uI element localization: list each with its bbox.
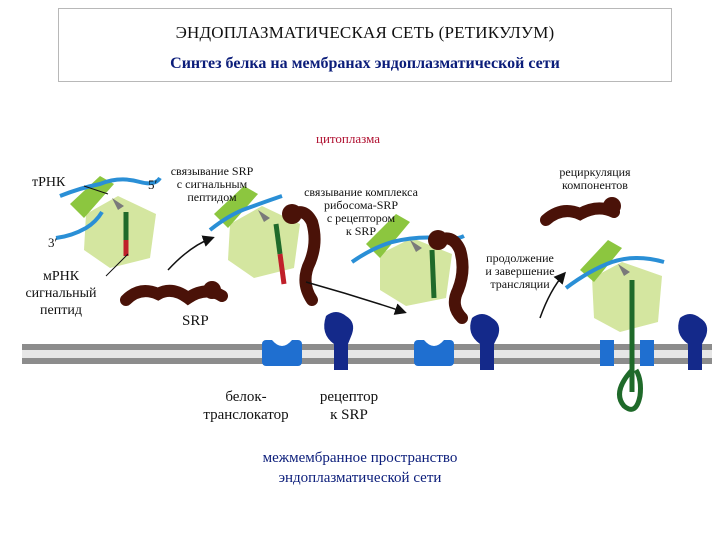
continuation-line-3: трансляции bbox=[490, 277, 550, 291]
srp-particle-free bbox=[120, 281, 228, 306]
recycling-line-1: рециркуляция bbox=[559, 165, 631, 179]
srp-particle-recycled bbox=[540, 197, 621, 226]
leader-trna bbox=[83, 185, 109, 195]
leader-mrna bbox=[105, 253, 129, 277]
srp-binding-line-2: с сигнальным bbox=[176, 177, 248, 191]
arrow-binding-to-receptor bbox=[305, 281, 407, 315]
srp-binding-label: связывание SRP с сигнальным пептидом bbox=[150, 165, 274, 204]
srp-binding-line-1: связывание SRP bbox=[170, 164, 254, 178]
signal-peptide-line-1: сигнальный bbox=[25, 286, 97, 301]
cytoplasm-label: цитоплазма bbox=[316, 131, 380, 146]
page-title: ЭНДОПЛАЗМАТИЧЕСКАЯ СЕТЬ (РЕТИКУЛУМ) bbox=[175, 23, 555, 42]
trna-label: тРНК bbox=[32, 175, 66, 190]
lumen-line-2: эндоплазматической сети bbox=[278, 470, 442, 486]
signal-peptide-line-2: пептид bbox=[40, 303, 82, 318]
translocator-2 bbox=[414, 340, 454, 366]
continuation-label: продолжение и завершение трансляции bbox=[470, 252, 570, 291]
title-frame: ЭНДОПЛАЗМАТИЧЕСКАЯ СЕТЬ (РЕТИКУЛУМ) Синт… bbox=[58, 8, 672, 82]
ribosome-3 bbox=[350, 214, 465, 306]
srp-receptor-label: рецептор к SRP bbox=[306, 388, 392, 424]
lumen-line-1: межмембранное пространство bbox=[262, 450, 458, 466]
arrow-srp-to-binding bbox=[167, 235, 215, 271]
complex-binding-line-1: связывание комплекса bbox=[304, 185, 418, 199]
arrow-recycling bbox=[539, 271, 566, 319]
five-prime-label: 5′ bbox=[148, 177, 158, 192]
srp-binding-line-3: пептидом bbox=[187, 190, 237, 204]
complex-binding-label: связывание комплекса рибосома-SRP с реце… bbox=[286, 186, 436, 238]
receptor-line-2: к SRP bbox=[330, 407, 368, 423]
receptor-line-1: рецептор bbox=[319, 389, 379, 405]
mrna-label: мРНК bbox=[42, 269, 80, 284]
mrna-signal-peptide-label: мРНК сигнальный пептид bbox=[6, 268, 116, 319]
lumen-label: межмембранное пространство эндоплазматич… bbox=[200, 448, 520, 488]
srp-receptor-2 bbox=[470, 314, 500, 370]
er-membrane bbox=[22, 344, 712, 364]
srp-receptor-3 bbox=[678, 314, 708, 370]
srp-particle-bound-1 bbox=[282, 204, 321, 306]
continuation-line-1: продолжение bbox=[486, 251, 554, 265]
three-prime-label: 3′ bbox=[48, 235, 58, 250]
ribosome-2 bbox=[208, 186, 300, 285]
complex-binding-line-2: рибосома-SRP bbox=[323, 198, 399, 212]
recycling-line-2: компонентов bbox=[562, 178, 628, 192]
continuation-line-2: и завершение bbox=[485, 264, 555, 278]
srp-particle-bound-2 bbox=[428, 230, 469, 324]
srp-label: SRP bbox=[182, 313, 209, 329]
translocator-1 bbox=[262, 340, 302, 366]
page-subtitle: Синтез белка на мембранах эндоплазматиче… bbox=[170, 55, 560, 72]
complex-binding-line-3: с рецептором bbox=[326, 211, 396, 225]
translocator-3 bbox=[600, 340, 654, 366]
srp-receptor-1 bbox=[324, 312, 354, 370]
translocator-label: белок- транслокатор bbox=[176, 388, 316, 424]
translocator-line-1: белок- bbox=[225, 389, 267, 405]
recycling-label: рециркуляция компонентов bbox=[540, 166, 650, 192]
complex-binding-line-4: к SRP bbox=[345, 224, 377, 238]
ribosome-4 bbox=[564, 240, 665, 412]
translocator-line-2: транслокатор bbox=[203, 407, 289, 423]
ribosome-1 bbox=[55, 176, 162, 268]
